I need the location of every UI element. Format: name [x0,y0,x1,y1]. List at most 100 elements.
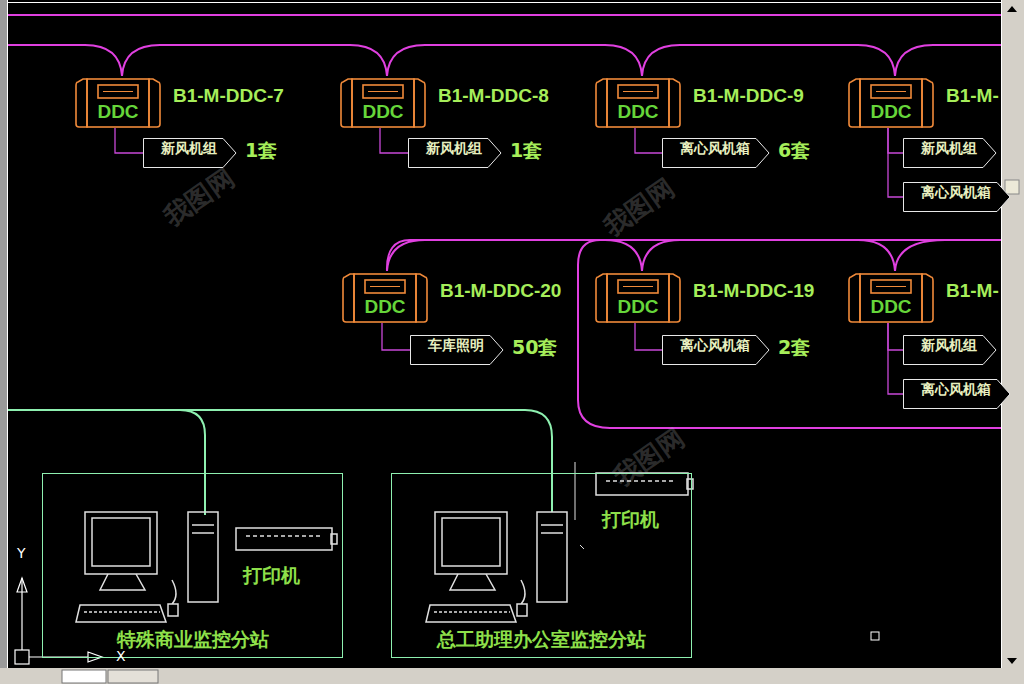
quantity: 6套 [778,138,810,164]
tag-shape [663,139,770,168]
ddc-screen-line [368,91,398,92]
monitor-screen [442,518,500,566]
ddc-side [922,274,933,322]
drive-slot [541,524,563,526]
printer-detail [246,535,320,537]
equipment-name: 新风机组 [408,140,502,158]
leader-connector [635,128,662,153]
workstation-1 [76,512,337,622]
network-line [180,410,552,512]
ddc-label: DDC [75,100,161,124]
monitor-stand [100,574,145,590]
workstation-2 [426,462,693,622]
ddc-side [849,274,860,322]
equipment-tag: 新风机组 [903,138,997,168]
printer-knob [331,534,337,544]
ddc-screen [363,85,403,98]
status-bar [0,668,1024,684]
printer-label: 打印机 [243,563,300,589]
tag-shape [904,380,1011,409]
ddc-screen-line [623,91,653,92]
keyboard-keys [434,611,510,613]
leader-connector [380,128,408,153]
quantity: 2套 [778,335,810,361]
leader-connector [115,128,143,153]
ddc-label: DDC [340,100,426,124]
ddc-controller: DDCB1-M-DDC-7 [75,78,161,128]
station-name: 特殊商业监控分站 [43,627,342,653]
ddc-controller: DDCB1-M-DDC-9 [595,78,681,128]
ddc-label: DDC [342,295,428,319]
ddc-screen-line [370,286,400,287]
layout-tab [62,670,106,683]
ddc-side [596,79,607,127]
keyboard [426,605,516,622]
axis-label: X [116,648,126,664]
ddc-screen [365,280,405,293]
equipment-name: 离心风机箱 [662,140,770,158]
watermark: 我图网 [157,161,241,234]
equipment-tag: 车库照明50套 [410,335,504,365]
ddc-side [149,79,160,127]
ddc-side [416,274,427,322]
ddc-bus [387,240,1001,271]
ddc-controller: DDCB1-M-DDC-19 [595,273,681,323]
ddc-side [76,79,87,127]
controller-id: B1-M- [946,84,999,108]
ddc-side [596,274,607,322]
ddc-side [849,79,860,127]
ddc-controller: DDCB1-M- [848,273,934,323]
ddc-screen [98,85,138,98]
quantity: 1套 [245,138,277,164]
printer-knob [687,479,693,489]
ddc-screen-line [103,91,133,92]
printer-label: 打印机 [602,507,659,533]
controller-id: B1-M-DDC-19 [693,279,814,303]
cursor-mark [580,545,584,549]
scroll-thumb [1005,180,1019,194]
monitor-station: 总工助理办公室监控分站 [391,473,692,658]
frame-line [7,2,1001,3]
equipment-tag: 离心风机箱 [903,379,1011,409]
tag-shape [904,183,1011,212]
ddc-side [414,79,425,127]
leader-connector [888,323,903,350]
bus-line [8,14,1001,16]
scrollbar [1002,0,1024,684]
ddc-screen-line [623,286,653,287]
ddc-bus [8,45,1001,76]
ddc-side [669,274,680,322]
tag-shape [411,336,504,365]
leader-connector [888,323,903,394]
equipment-tag: 离心风机箱2套 [662,335,770,365]
ddc-side [343,274,354,322]
pc-tower [188,512,218,602]
controller-id: B1-M-DDC-7 [173,84,284,108]
keyboard [76,605,166,622]
ddc-screen [871,85,911,98]
equipment-name: 新风机组 [903,140,997,158]
pc-tower [537,512,567,602]
tag-shape [904,139,997,168]
monitor [85,512,157,574]
ddc-screen-line [876,286,906,287]
window-frame [0,0,7,684]
ddc-controller: DDCB1-M-DDC-8 [340,78,426,128]
equipment-name: 离心风机箱 [903,184,1011,202]
mouse [168,580,178,616]
keyboard-keys [84,611,160,613]
quantity: 50套 [512,335,557,361]
leader-connector [635,323,662,350]
controller-id: B1-M-DDC-9 [693,84,804,108]
quantity: 1套 [510,138,542,164]
tag-shape [904,336,997,365]
frame-line [7,0,8,668]
equipment-name: 新风机组 [903,337,997,355]
ddc-screen [618,280,658,293]
ddc-side [922,79,933,127]
ddc-side [341,79,352,127]
drive-slot [541,532,563,534]
leader-connector [382,323,410,350]
ddc-screen-line [876,91,906,92]
ucs-icon [15,578,102,664]
